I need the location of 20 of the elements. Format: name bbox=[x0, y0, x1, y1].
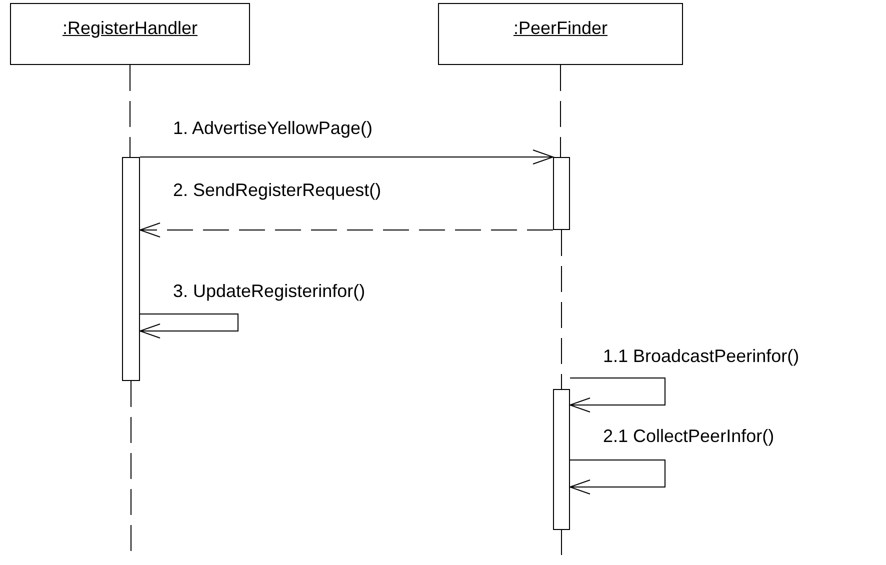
object-box bbox=[438, 3, 683, 65]
object-name: :RegisterHandler bbox=[62, 18, 198, 38]
lifeline bbox=[561, 230, 562, 390]
lifeline bbox=[560, 64, 561, 158]
lifeline bbox=[561, 530, 562, 556]
self-message-arrow bbox=[570, 378, 666, 412]
object-name: :PeerFinder bbox=[513, 18, 608, 38]
message-arrow bbox=[140, 150, 554, 164]
message-label: 2.1 CollectPeerInfor() bbox=[603, 426, 774, 447]
activation-bar bbox=[553, 389, 570, 530]
object-box bbox=[10, 3, 250, 65]
activation-bar bbox=[553, 157, 570, 230]
self-message-arrow bbox=[570, 460, 666, 494]
return-message-arrow bbox=[140, 222, 554, 238]
message-label: 3. UpdateRegisterinfor() bbox=[173, 281, 366, 302]
message-label: 1. AdvertiseYellowPage() bbox=[173, 118, 372, 139]
message-label: 2. SendRegisterRequest() bbox=[173, 180, 382, 201]
self-message-arrow bbox=[140, 314, 238, 338]
message-label: 1.1 BroadcastPeerinfor() bbox=[603, 346, 800, 367]
activation-bar bbox=[122, 157, 140, 381]
